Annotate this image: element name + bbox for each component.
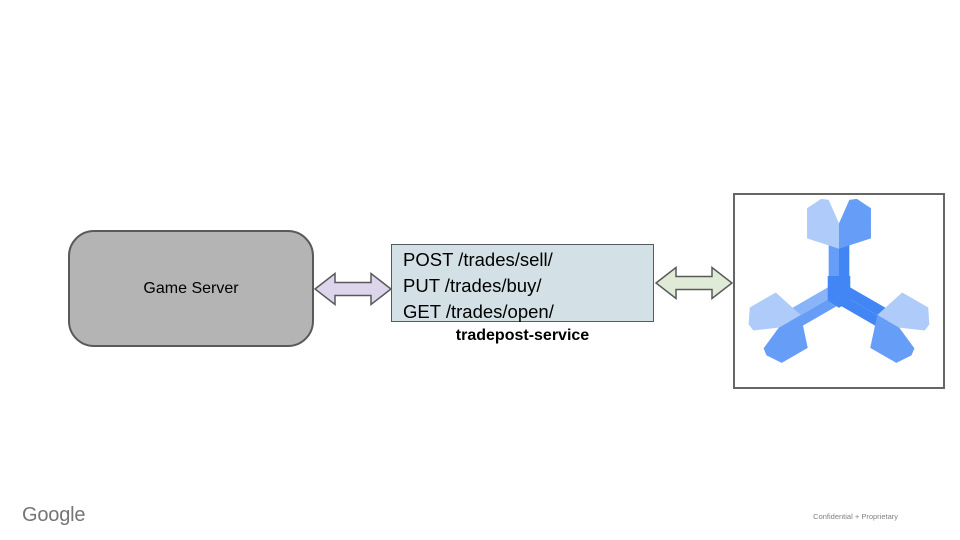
wrench-head-facet — [763, 314, 808, 363]
wrench-head-facet — [807, 198, 839, 249]
google-logo: Google — [22, 504, 86, 526]
wrench-head-facet — [877, 292, 930, 331]
right-double-arrow — [655, 266, 733, 300]
right-double-arrow-shape — [655, 266, 733, 300]
wrench-head-facet — [839, 198, 871, 249]
endpoint-line-get: GET /trades/open/ — [403, 301, 554, 322]
endpoint-line-post: POST /trades/sell/ — [403, 249, 553, 270]
left-double-arrow-shape — [314, 272, 392, 306]
cloud-spanner-icon — [748, 198, 930, 363]
game-server-label: Game Server — [143, 279, 239, 297]
spanner-node — [733, 193, 945, 389]
tradepost-service-caption: tradepost-service — [455, 327, 590, 344]
wrench-head-facet — [870, 314, 915, 363]
game-server-node: Game Server — [68, 230, 314, 347]
endpoint-line-put: PUT /trades/buy/ — [403, 275, 542, 296]
wrench-hub — [827, 275, 851, 308]
left-double-arrow — [314, 272, 392, 306]
confidential-note: Confidential + Proprietary — [813, 512, 898, 521]
wrench-head-facet — [748, 292, 801, 331]
tradepost-service-node: POST /trades/sell/ PUT /trades/buy/ GET … — [391, 244, 654, 322]
